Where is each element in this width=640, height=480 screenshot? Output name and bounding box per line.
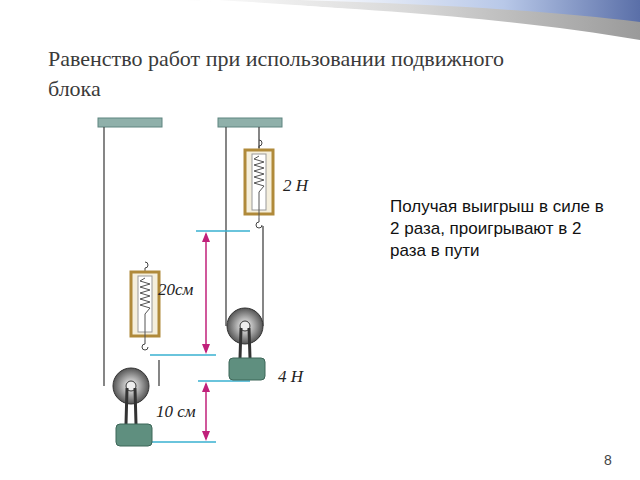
slide-title: Равенство работ при использовании подвиж… — [48, 44, 548, 104]
dimension-label: 10 см — [156, 402, 196, 422]
dimension-label: 20см — [158, 280, 193, 300]
header-swoosh — [180, 0, 640, 46]
pulley — [113, 308, 265, 446]
dynamometer — [131, 262, 159, 350]
note-text: Получая выигрыш в силе в 2 раза, проигры… — [390, 196, 610, 262]
force-label: 4 Н — [278, 367, 303, 387]
ceiling — [98, 118, 282, 127]
dynamometer — [245, 140, 273, 228]
slide-number: 8 — [604, 452, 612, 468]
ropes — [104, 127, 263, 386]
force-label: 2 Н — [283, 176, 308, 196]
